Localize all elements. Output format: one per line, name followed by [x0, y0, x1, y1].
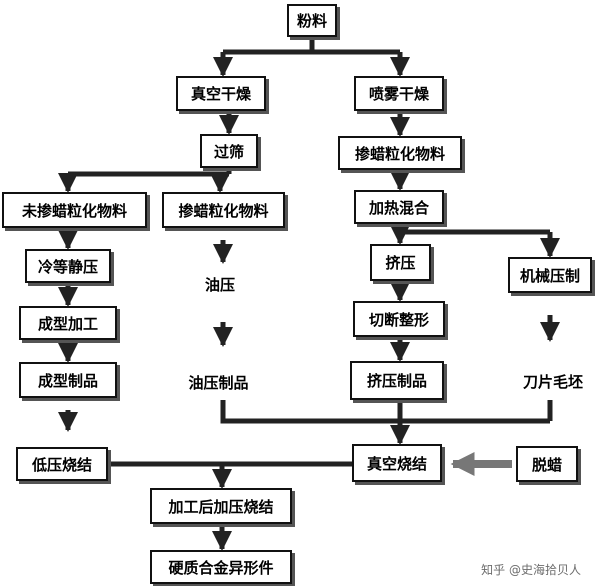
node-low-pressure-sinter: 低压烧结 [16, 447, 108, 481]
node-cip: 冷等静压 [25, 249, 111, 283]
node-final-product: 硬质合金异形件 [150, 550, 292, 584]
node-sieve: 过筛 [200, 134, 258, 168]
node-cut-shape: 切断整形 [353, 301, 445, 337]
node-form-process: 成型加工 [19, 306, 117, 340]
node-vacuum-dry: 真空干燥 [176, 76, 266, 111]
node-blade-blank: 刀片毛坯 [522, 372, 583, 391]
node-oil-press: 油压 [204, 275, 235, 294]
watermark-text: 知乎 @史海拾贝人 [481, 563, 581, 577]
node-wax-granule-right: 掺蜡粒化物料 [338, 136, 462, 170]
node-formed-product: 成型制品 [19, 362, 117, 398]
node-no-wax-granule: 未掺蜡粒化物料 [2, 192, 147, 228]
node-vacuum-sinter: 真空烧结 [352, 444, 442, 482]
node-heat-mix: 加热混合 [354, 190, 444, 224]
node-extrude: 挤压 [370, 244, 431, 281]
node-wax-granule-mid: 掺蜡粒化物料 [162, 192, 285, 228]
node-post-hip-sinter: 加工后加压烧结 [150, 488, 292, 524]
node-oil-press-product: 油压制品 [188, 373, 249, 392]
node-powder: 粉料 [287, 4, 337, 37]
connector-heat-mix-split [397, 224, 550, 235]
node-mech-press: 机械压制 [508, 257, 592, 293]
node-dewax: 脱蜡 [516, 446, 578, 482]
connector-sieve-split [68, 168, 232, 177]
node-extrude-product: 挤压制品 [350, 361, 444, 400]
connector-powder-split [223, 37, 400, 55]
connector-products-merge [220, 400, 553, 424]
node-spray-dry: 喷雾干燥 [354, 76, 444, 111]
